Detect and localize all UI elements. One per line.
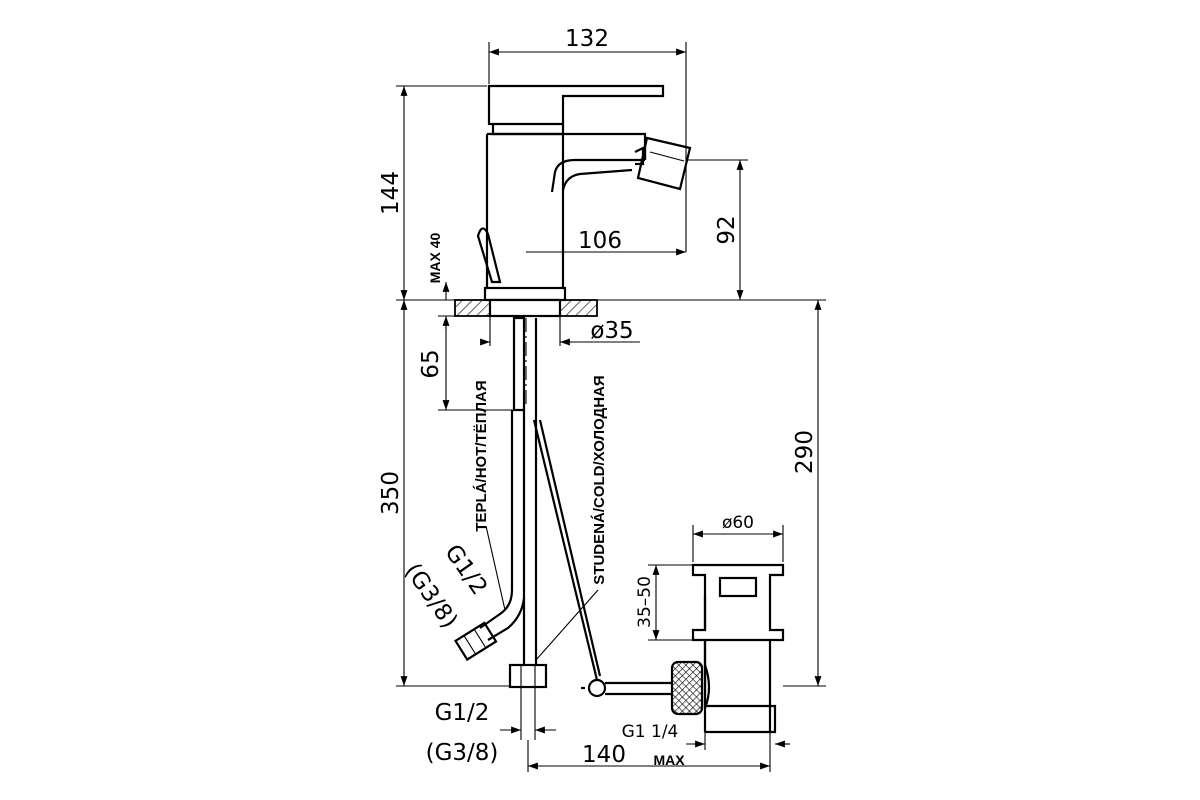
dim-g12-bottom: G1/2: [435, 700, 490, 726]
dim-g12-left: G1/2: [439, 540, 492, 600]
dim-106: 106: [578, 228, 622, 254]
dim-g38-bottom: (G3/8): [426, 740, 499, 766]
label-hot: TEPLÁ/HOT/ТЁПЛАЯ: [473, 380, 490, 531]
dim-144: 144: [378, 171, 404, 215]
dim-290: 290: [792, 430, 818, 474]
dim-92: 92: [714, 215, 740, 244]
dim-deck-hole: ø35: [590, 318, 633, 344]
dim-65: 65: [418, 349, 444, 378]
dim-g1-14: G1 1/4: [622, 722, 679, 742]
dim-350: 350: [378, 471, 404, 515]
dim-35-50: 35–50: [635, 576, 655, 628]
dim-drain-diameter: ø60: [722, 513, 754, 533]
label-cold: STUDENÁ/COLD/ХОЛОДНАЯ: [591, 375, 608, 584]
dimension-lines: [396, 42, 826, 772]
faucet-body: [454, 84, 692, 318]
hose-assembly: [454, 316, 675, 698]
popup-drain: [670, 563, 785, 734]
dim-132: 132: [565, 26, 609, 52]
dim-max-40: MAX 40: [427, 233, 443, 284]
dim-140: 140: [582, 742, 626, 768]
dim-max: MAX: [653, 752, 685, 768]
